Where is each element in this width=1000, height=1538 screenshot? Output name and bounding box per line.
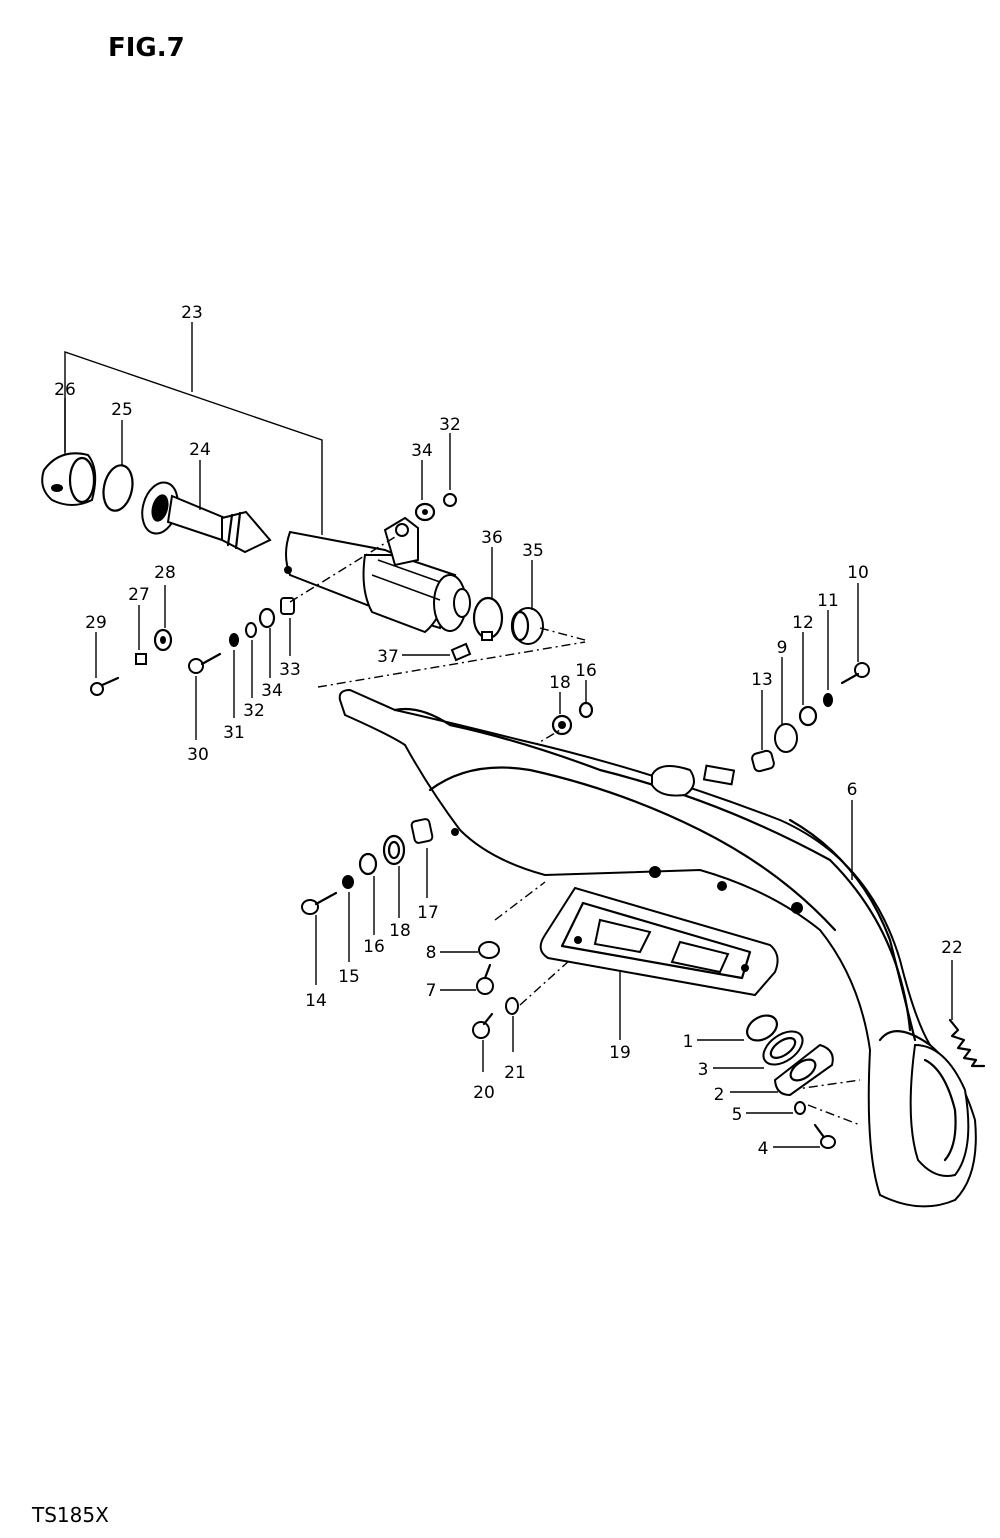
part-24-arrester-core bbox=[141, 460, 272, 554]
part-17-collar bbox=[410, 818, 434, 898]
assembly-center-lines bbox=[289, 536, 861, 1126]
part-27-collar bbox=[135, 605, 147, 665]
part-26-end-cap bbox=[41, 398, 97, 506]
callout-14: 14 bbox=[305, 991, 327, 1011]
part-8-grommet bbox=[440, 941, 500, 959]
silencer-assembly-bracket bbox=[64, 322, 323, 535]
callout-36: 36 bbox=[481, 528, 503, 548]
callout-5: 5 bbox=[732, 1105, 743, 1125]
part-9-grommet bbox=[774, 657, 798, 753]
part-34-washer-left bbox=[258, 607, 276, 678]
callout-37: 37 bbox=[377, 647, 399, 667]
callout-23: 23 bbox=[181, 303, 203, 323]
part-12-washer bbox=[798, 632, 818, 727]
callout-4: 4 bbox=[758, 1139, 769, 1159]
model-code: TS185X bbox=[31, 1503, 109, 1527]
callout-19: 19 bbox=[609, 1043, 631, 1063]
part-19-heat-shield bbox=[539, 886, 779, 1040]
callout-31: 31 bbox=[223, 723, 245, 743]
part-34-washer-top bbox=[414, 460, 436, 522]
callout-33: 33 bbox=[279, 660, 301, 680]
callout-28: 28 bbox=[154, 563, 176, 583]
part-18-grommet-lower bbox=[382, 834, 406, 918]
callout-34-left: 34 bbox=[261, 681, 283, 701]
part-16-washer-upper bbox=[578, 680, 594, 719]
callout-labels: 1 2 3 4 5 6 7 8 9 10 11 12 13 14 15 16 1… bbox=[54, 303, 963, 1159]
part-20-bolt bbox=[472, 1012, 494, 1072]
part-13-collar bbox=[751, 690, 775, 773]
part-35-gasket bbox=[510, 560, 544, 645]
part-18-grommet-upper bbox=[551, 692, 573, 736]
callout-18-lower: 18 bbox=[389, 921, 411, 941]
callout-30: 30 bbox=[187, 745, 209, 765]
callout-10: 10 bbox=[847, 563, 869, 583]
callout-26: 26 bbox=[54, 380, 76, 400]
callout-7: 7 bbox=[426, 981, 437, 1001]
callout-32-left: 32 bbox=[243, 701, 265, 721]
part-3-gasket bbox=[713, 1030, 804, 1069]
callout-13: 13 bbox=[751, 670, 773, 690]
part-1-gasket bbox=[697, 1014, 779, 1042]
part-28-grommet bbox=[153, 585, 173, 652]
callout-12: 12 bbox=[792, 613, 814, 633]
part-2-flange bbox=[730, 1043, 834, 1097]
callout-15: 15 bbox=[338, 967, 360, 987]
part-30-bolt bbox=[188, 652, 222, 740]
callout-29: 29 bbox=[85, 613, 107, 633]
part-32-nut-left bbox=[245, 622, 257, 698]
callout-27: 27 bbox=[128, 585, 150, 605]
callout-34-top: 34 bbox=[411, 441, 433, 461]
part-10-bolt bbox=[840, 583, 870, 685]
part-31-lock-washer bbox=[229, 633, 239, 718]
callout-2: 2 bbox=[714, 1085, 725, 1105]
part-32-nut-top bbox=[443, 433, 457, 507]
callout-25: 25 bbox=[111, 400, 133, 420]
part-7-bolt bbox=[440, 963, 494, 995]
callout-16-lower: 16 bbox=[363, 937, 385, 957]
part-25-o-ring bbox=[102, 420, 134, 512]
silencer-body bbox=[284, 516, 471, 634]
callout-11: 11 bbox=[817, 591, 839, 611]
part-33-collar bbox=[280, 597, 295, 656]
callout-32-top: 32 bbox=[439, 415, 461, 435]
callout-24: 24 bbox=[189, 440, 211, 460]
callout-8: 8 bbox=[426, 943, 437, 963]
callout-17: 17 bbox=[417, 903, 439, 923]
part-21-collar bbox=[505, 997, 519, 1052]
part-4-bolt bbox=[773, 1123, 836, 1149]
part-29-bolt bbox=[90, 632, 120, 696]
part-16-washer-lower bbox=[358, 852, 378, 935]
callout-16-upper: 16 bbox=[575, 661, 597, 681]
callout-18-upper: 18 bbox=[549, 673, 571, 693]
part-22-spring bbox=[948, 960, 986, 1068]
part-36-clamp bbox=[472, 547, 504, 641]
part-15-lock-washer bbox=[342, 875, 354, 962]
figure-title: FIG.7 bbox=[108, 33, 185, 63]
part-5-nut bbox=[746, 1101, 806, 1115]
callout-21: 21 bbox=[504, 1063, 526, 1083]
part-11-lock-washer bbox=[823, 610, 833, 707]
part-37-bolt bbox=[402, 642, 472, 662]
callout-22: 22 bbox=[941, 938, 963, 958]
callout-6: 6 bbox=[847, 780, 858, 800]
callout-9: 9 bbox=[777, 638, 788, 658]
part-6-exhaust-pipe bbox=[338, 688, 977, 1208]
callout-35: 35 bbox=[522, 541, 544, 561]
callout-20: 20 bbox=[473, 1083, 495, 1103]
part-14-bolt bbox=[301, 891, 338, 985]
callout-1: 1 bbox=[683, 1032, 694, 1052]
callout-3: 3 bbox=[698, 1060, 709, 1080]
